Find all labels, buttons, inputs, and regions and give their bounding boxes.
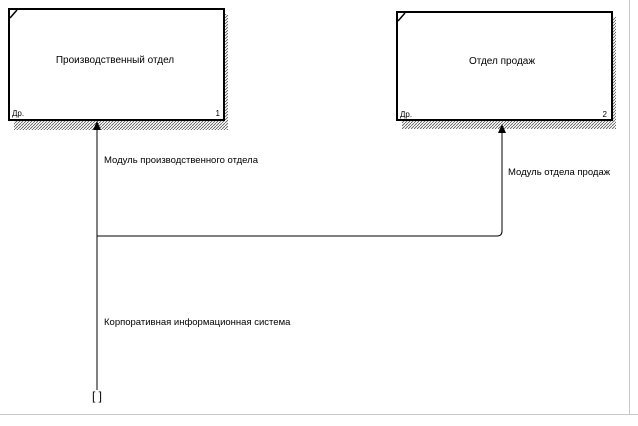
window-frame-bottom [0,414,638,421]
box-number: 1 [216,109,221,118]
arrow-branch-sales[interactable] [97,124,506,237]
box-title: Отдел продаж [469,56,535,67]
box-corner-mark [397,12,406,22]
box-ref: Др. [12,109,24,118]
box-ref: Др. [400,110,412,119]
arrow-label-production-module: Модуль производственного отдела [104,155,259,166]
arrow-main-trunk[interactable] [93,121,101,390]
box-title: Производственный отдел [56,55,174,66]
tunnel-marker: [ ] [92,389,102,403]
box-number: 2 [603,110,608,119]
box-body [396,11,613,121]
activity-box-production[interactable]: Производственный отдел Др. 1 [8,8,228,130]
arrow-label-corporate-system: Корпоративная информационная система [104,317,291,328]
arrowhead-up-icon [93,121,101,130]
activity-box-sales[interactable]: Отдел продаж Др. 2 [396,11,616,129]
box-body [8,8,225,121]
box-corner-mark [9,9,18,19]
arrow-label-sales-module: Модуль отдела продаж [508,167,611,178]
arrowhead-up-icon [498,124,506,133]
window-frame-right [629,0,638,421]
